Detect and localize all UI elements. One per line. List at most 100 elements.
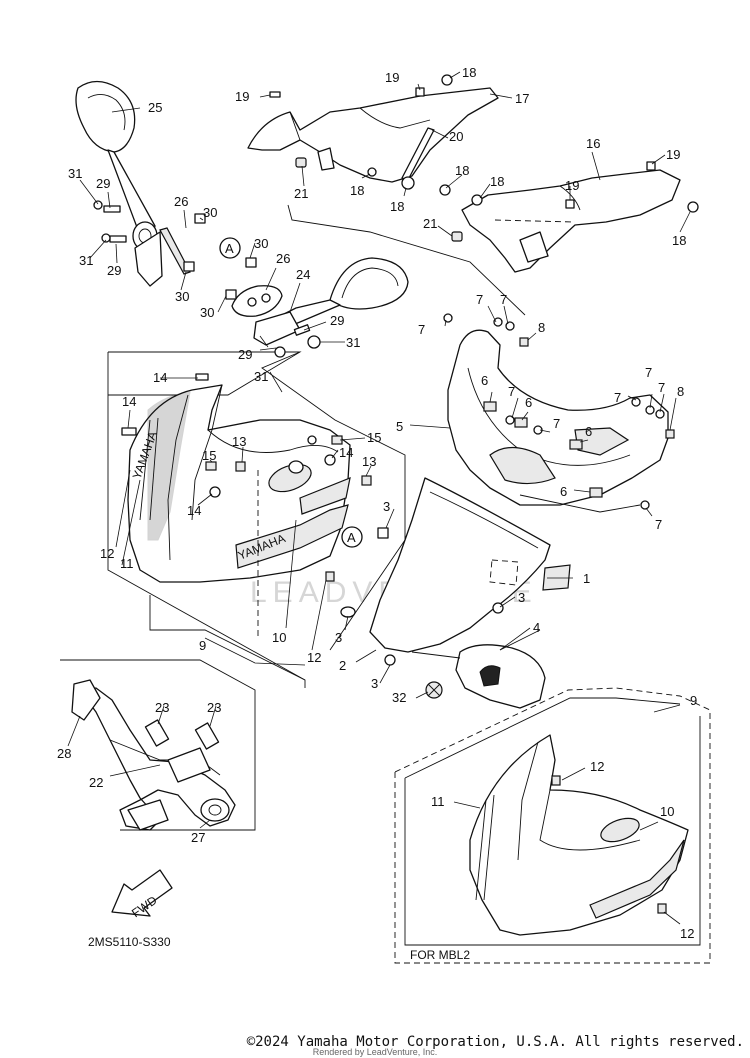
part-29-bolt [103,205,311,336]
callout-7: 7 [645,365,652,380]
callout-19: 19 [235,89,249,104]
group-outline-bracket [60,659,256,831]
rendered-by: Rendered by LeadVenture, Inc. [312,1047,438,1057]
callout-11: 11 [431,794,445,809]
callout-21: 21 [294,186,308,201]
callout-18: 18 [462,65,476,80]
part-17-inner-panel-left [247,87,499,183]
inset-label: FOR MBL2 [410,948,470,962]
callout-12: 12 [307,650,321,665]
callout-13: 13 [232,434,246,449]
gasket-hole [261,293,271,303]
callout-10: 10 [660,804,674,819]
callout-9: 9 [199,638,206,653]
callout-18: 18 [672,233,686,248]
ref-marker-a-cowl: A [341,526,363,548]
callout-3: 3 [383,499,390,514]
part-21-clip [451,231,463,242]
callout-23: 23 [207,700,221,715]
callout-3: 3 [518,590,525,605]
callout-20: 20 [449,129,463,144]
part-21-clip [295,157,307,168]
part-4-cover [411,644,546,709]
callout-12: 12 [590,759,604,774]
callout-30: 30 [200,305,214,320]
part-28-mount [71,679,101,721]
callout-29: 29 [107,263,121,278]
part-10-decal [299,477,351,515]
callout-23: 23 [155,700,169,715]
callout-numbers: 1 2 3 3 3 3 4 5 6 6 6 6 7 7 7 7 7 7 7 7 … [57,65,697,941]
part-24-mirror-right [253,257,409,346]
callout-18: 18 [350,183,364,198]
callout-16: 16 [586,136,600,151]
callout-31: 31 [79,253,93,268]
callout-19: 19 [666,147,680,162]
group-outline-right [261,351,406,651]
callout-31: 31 [346,335,360,350]
callout-17: 17 [515,91,529,106]
callout-10: 10 [272,630,286,645]
callout-32: 32 [392,690,406,705]
callout-1: 1 [583,571,590,586]
part-6-clip [483,401,603,498]
inset-part-11-cowling [469,734,689,936]
callout-15: 15 [202,448,216,463]
callout-5: 5 [396,419,403,434]
part-16-inner-panel-right [461,169,681,273]
callout-30: 30 [254,236,268,251]
callout-19: 19 [385,70,399,85]
callout-14: 14 [339,445,353,460]
callout-29: 29 [238,347,252,362]
part-26-gasket-right [231,285,283,317]
svg-text:A: A [347,530,356,545]
part-12-rivet [325,571,335,582]
part-26-gasket-left [159,227,191,275]
callout-18: 18 [490,174,504,189]
part-8-nut [665,429,675,439]
part-31-washer [93,200,321,358]
callout-8: 8 [538,320,545,335]
callout-28: 28 [57,746,71,761]
callout-6: 6 [481,373,488,388]
callout-22: 22 [89,775,103,790]
callout-18: 18 [455,163,469,178]
callout-7: 7 [476,292,483,307]
callout-2: 2 [339,658,346,673]
callout-15: 15 [367,430,381,445]
group-outline-nine [149,595,306,681]
part-14-screw [121,373,336,498]
part-13-nut [235,461,372,486]
part-5-inner-cowl [447,329,669,513]
ref-marker-a-top: A [219,237,241,259]
callout-19: 19 [565,178,579,193]
callout-9: 9 [690,693,697,708]
part-19-screw [269,87,656,209]
callout-7: 7 [658,380,665,395]
callout-8: 8 [677,384,684,399]
group-outline-headlight [108,351,302,396]
gasket-hole [247,297,257,307]
part-3-grommet [340,527,504,666]
callout-13: 13 [362,454,376,469]
callout-12: 12 [100,546,114,561]
part-32-fastener-cross [427,683,441,697]
callout-29: 29 [96,176,110,191]
group-outline-left [107,352,306,688]
callout-14: 14 [153,370,167,385]
callout-4: 4 [533,620,540,635]
callout-27: 27 [191,830,205,845]
callout-11: 11 [120,556,134,571]
copyright-notice: ©2024 Yamaha Motor Corporation, U.S.A. A… [246,1034,744,1050]
callout-25: 25 [148,100,162,115]
part-22-bracket [79,687,236,831]
reference-code: 2MS5110-S330 [88,935,171,949]
callout-7: 7 [553,416,560,431]
part-2-windscreen [369,477,551,653]
inset-box: FOR MBL2 [394,687,711,964]
leader-lines [67,71,691,925]
part-1-decal [542,564,571,591]
callout-21: 21 [423,216,437,231]
callout-3: 3 [335,630,342,645]
callout-30: 30 [203,205,217,220]
